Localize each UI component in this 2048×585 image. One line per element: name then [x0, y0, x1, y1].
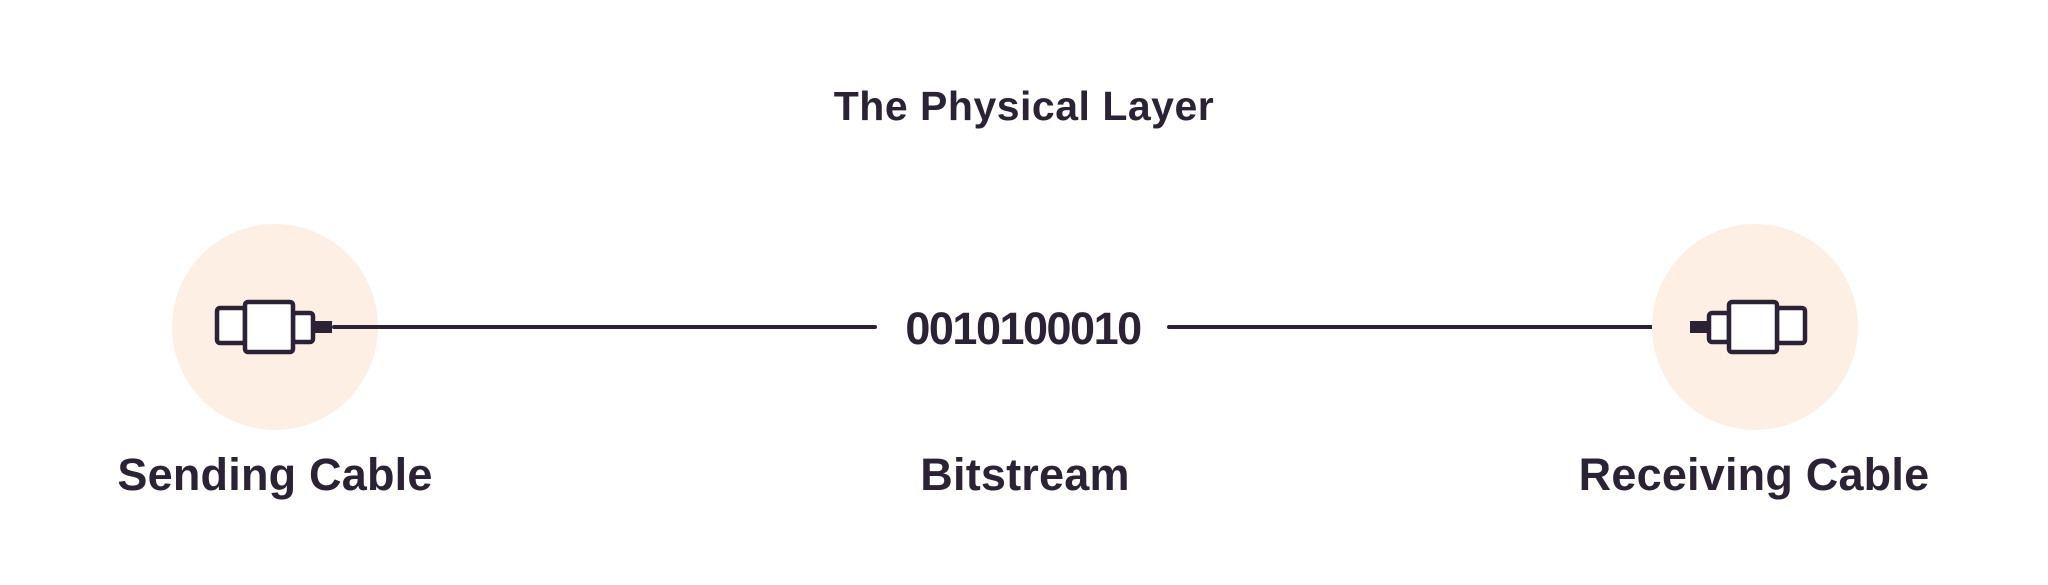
- usb-connector-icon: [1690, 299, 1808, 355]
- usb-connector-icon: [214, 299, 332, 355]
- wire-receiving-segment: [1167, 325, 1693, 329]
- bitstream-value: 0010100010: [905, 303, 1142, 354]
- diagram-title: The Physical Layer: [833, 83, 1215, 129]
- receiving-cable-label: Receiving Cable: [1578, 449, 1930, 500]
- sending-cable-label: Sending Cable: [117, 449, 433, 500]
- bitstream-label: Bitstream: [920, 449, 1130, 500]
- wire-sending-segment: [332, 325, 877, 329]
